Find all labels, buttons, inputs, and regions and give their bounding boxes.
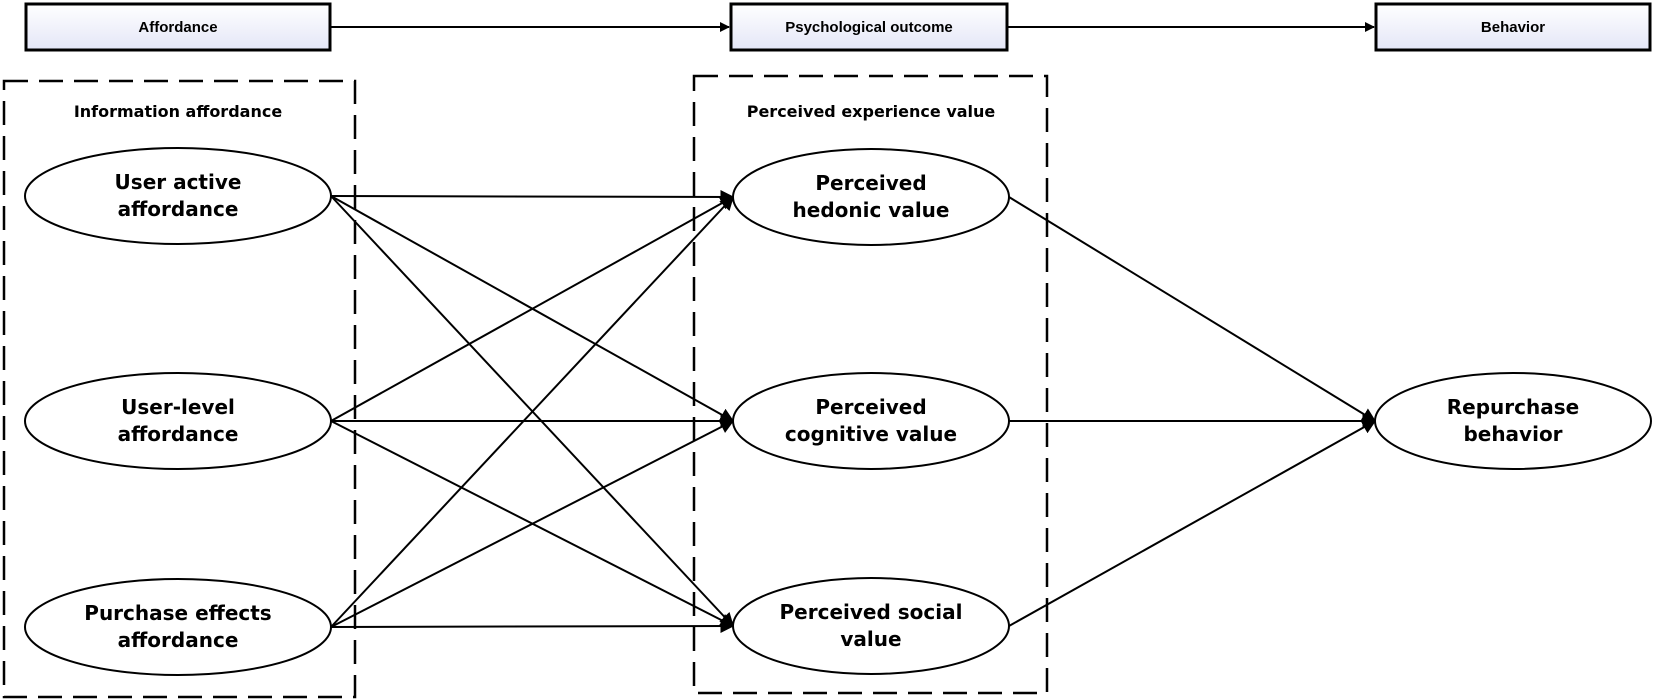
- header-behavior-label: Behavior: [1481, 19, 1545, 36]
- arrow-purchase-effects-to-cognitive: [330, 420, 735, 628]
- node-repurchase-behavior: Repurchase behavior: [1374, 372, 1652, 470]
- path-arrows: [330, 189, 1377, 634]
- perceived-experience-value-group: [692, 74, 1049, 695]
- node-text-line1: User-level: [121, 395, 235, 419]
- node-text-line1: Perceived: [815, 395, 926, 419]
- arrow-purchase-effects-to-social: [330, 619, 735, 634]
- header-psychological-outcome-label: Psychological outcome: [785, 19, 953, 36]
- node-text-line1: Perceived: [815, 171, 926, 195]
- node-purchase-effects-affordance: Purchase effects affordance: [24, 578, 332, 676]
- information-affordance-label: Information affordance: [74, 102, 283, 121]
- node-text-line2: cognitive value: [785, 422, 957, 446]
- node-perceived-social-value: Perceived social value: [732, 577, 1010, 675]
- header-affordance-box: Affordance: [24, 2, 332, 52]
- arrow-user-level-to-hedonic: [330, 196, 735, 422]
- arrow-user-active-to-hedonic: [330, 189, 735, 204]
- node-text-line2: value: [840, 627, 901, 651]
- node-perceived-cognitive-value: Perceived cognitive value: [732, 372, 1010, 470]
- node-text-line1: Repurchase: [1447, 395, 1579, 419]
- node-user-active-affordance: User active affordance: [24, 147, 332, 245]
- arrow-purchase-effects-to-hedonic: [330, 195, 734, 628]
- perceived-experience-value-label: Perceived experience value: [747, 102, 996, 121]
- node-text-line2: affordance: [118, 422, 239, 446]
- node-text-line2: affordance: [118, 628, 239, 652]
- header-psychological-outcome-box: Psychological outcome: [729, 2, 1009, 52]
- information-affordance-group: [2, 79, 357, 699]
- header-affordance-label: Affordance: [138, 19, 217, 36]
- arrow-social-to-repurchase: [1008, 420, 1377, 627]
- node-text-line2: affordance: [118, 197, 239, 221]
- node-text-line1: Purchase effects: [84, 601, 271, 625]
- node-perceived-hedonic-value: Perceived hedonic value: [732, 148, 1010, 246]
- node-text-line1: Perceived social: [780, 600, 963, 624]
- node-text-line1: User active: [115, 170, 242, 194]
- node-text-line2: hedonic value: [793, 198, 950, 222]
- arrow-hedonic-to-repurchase: [1008, 196, 1377, 422]
- header-behavior-box: Behavior: [1374, 2, 1652, 52]
- node-text-line2: behavior: [1463, 422, 1562, 446]
- node-user-level-affordance: User-level affordance: [24, 372, 332, 470]
